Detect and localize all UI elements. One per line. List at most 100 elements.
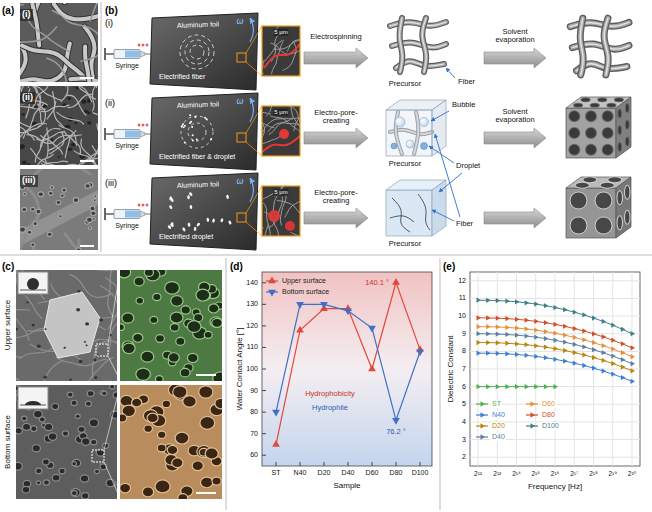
process-arrow <box>484 48 546 68</box>
figure-shape <box>145 134 151 135</box>
figure-shape <box>75 122 78 124</box>
figure-shape <box>582 337 587 342</box>
figure-shape <box>138 44 141 47</box>
figure-shape <box>145 214 151 215</box>
figure-shape <box>86 184 90 187</box>
figure-shape <box>104 386 120 450</box>
figure-shape <box>80 160 94 162</box>
figure-shape <box>515 352 520 357</box>
figure-shape <box>496 324 501 329</box>
figure-shape <box>480 423 485 428</box>
figure-shape <box>262 347 266 348</box>
figure-shape <box>22 208 26 211</box>
figure-shape <box>581 97 591 102</box>
figure-shape <box>30 104 44 130</box>
figure-shape <box>84 183 90 189</box>
figure-shape <box>563 348 568 353</box>
figure-shape <box>76 87 79 90</box>
tick-label: 2¹⁶ <box>551 470 559 477</box>
figure-shape <box>92 450 104 462</box>
figure-shape <box>18 387 48 409</box>
figure-shape <box>470 272 640 466</box>
precursor-illustration <box>386 100 446 156</box>
figure-shape <box>148 414 158 422</box>
figure-shape <box>563 307 568 312</box>
figure-shape <box>580 18 583 75</box>
figure-shape <box>630 354 635 359</box>
figure-shape <box>154 479 170 493</box>
legend-label: N40 <box>491 411 506 419</box>
figure-shape <box>20 144 25 149</box>
figure-shape <box>87 121 91 125</box>
figure-shape <box>530 412 535 417</box>
figure-shape <box>204 331 213 339</box>
figure-shape <box>125 131 139 138</box>
rotation-symbol: ω <box>236 97 243 107</box>
figure-shape <box>563 358 568 363</box>
tick-label: 60 <box>250 451 258 459</box>
figure-shape <box>74 198 78 202</box>
figure-shape <box>621 375 626 380</box>
tick-label: D40 <box>342 469 355 477</box>
figure-shape <box>142 486 154 497</box>
figure-shape <box>534 328 539 333</box>
figure-shape <box>20 169 98 250</box>
figure-shape <box>190 45 204 59</box>
figure-shape <box>68 147 72 151</box>
figure-shape <box>573 103 583 108</box>
figure-shape <box>205 332 212 338</box>
figure-shape <box>22 45 88 80</box>
micrograph-panel: (iii) <box>20 169 98 250</box>
micrograph <box>20 169 98 250</box>
figure-shape <box>140 51 145 57</box>
figure-shape <box>71 490 78 496</box>
figure-shape <box>25 401 41 405</box>
micrograph <box>16 270 117 381</box>
figure-shape <box>420 462 421 466</box>
figure-shape <box>44 480 49 484</box>
figure-shape <box>264 44 300 68</box>
figure-shape <box>576 183 589 188</box>
figure-shape <box>617 190 623 205</box>
part-label: Precursor <box>389 80 422 88</box>
figure-shape <box>571 193 587 209</box>
figure-shape <box>138 204 141 207</box>
figure-shape <box>22 486 31 494</box>
figure-shape <box>170 323 180 332</box>
figure-shape <box>50 185 55 189</box>
panel-label: (b) <box>103 4 120 17</box>
figure-shape <box>574 272 575 466</box>
figure-shape <box>422 18 426 72</box>
precursor-illustration <box>390 18 446 72</box>
tick-label: 2¹⁷ <box>570 470 578 477</box>
figure-shape <box>618 126 621 134</box>
figure-shape <box>592 355 597 360</box>
figure-shape <box>213 478 221 485</box>
figure-shape <box>45 159 57 165</box>
tick-label: 2¹⁸ <box>589 470 598 477</box>
figure-shape <box>276 283 420 445</box>
figure-shape <box>42 458 50 465</box>
figure-shape <box>544 329 549 334</box>
figure-shape <box>262 106 300 156</box>
figure-shape <box>476 315 481 320</box>
tick-label: 80 <box>250 408 258 416</box>
figure-shape <box>392 418 400 425</box>
figure-shape <box>137 369 150 380</box>
figure-shape <box>193 227 196 232</box>
figure-shape <box>52 404 58 409</box>
figure-shape <box>486 340 491 345</box>
figure-shape <box>486 324 491 329</box>
figure-shape <box>42 164 60 165</box>
figure-shape <box>101 391 107 397</box>
figure-shape <box>226 195 229 200</box>
axis-title: Frequency [Hz] <box>528 483 582 492</box>
figure-shape <box>262 412 266 413</box>
figure-shape <box>446 68 455 78</box>
figure-shape <box>146 44 149 47</box>
figure-shape <box>205 447 219 459</box>
figure-shape <box>106 213 114 215</box>
figure-shape <box>476 298 481 303</box>
tick-label: 3 <box>462 436 466 444</box>
